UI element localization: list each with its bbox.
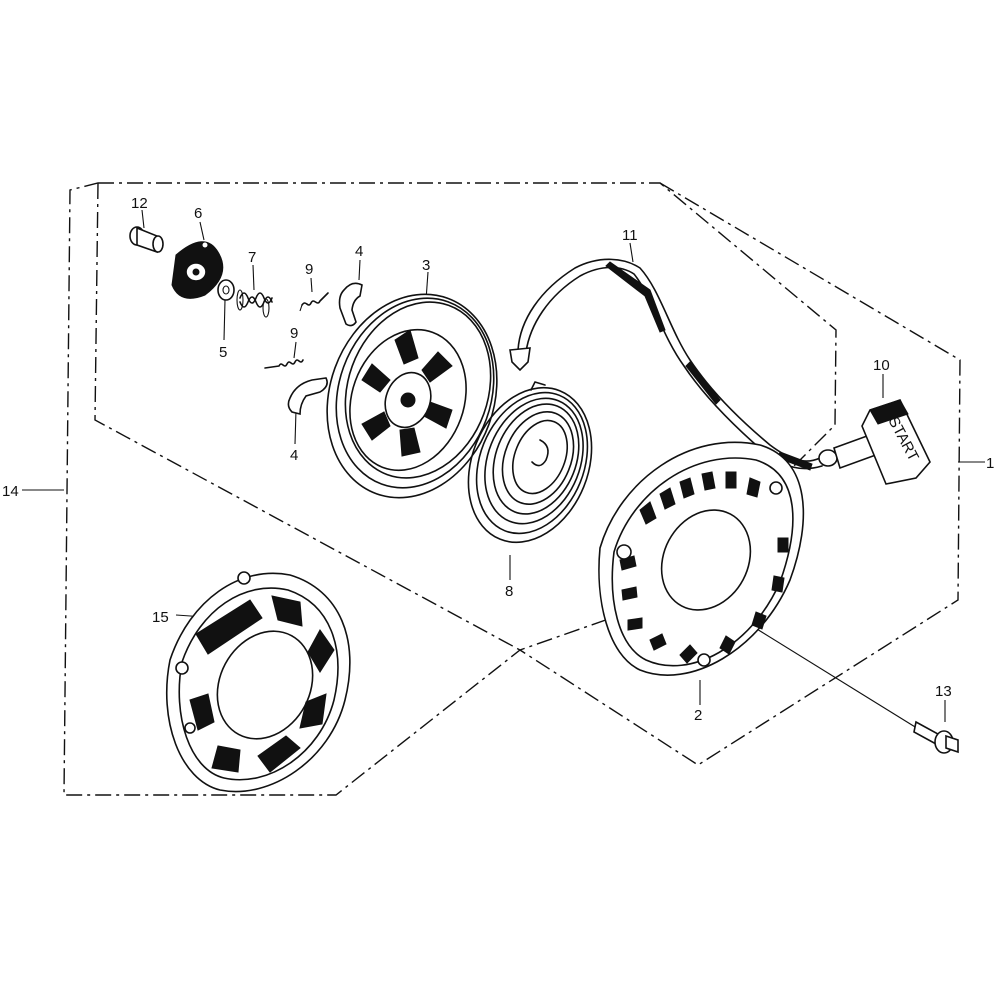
callout-labels: 1 2 3 4 4 5 6 7 8 9 9 10 11 12 13 14 15 [2,195,994,724]
part-15-fan-cover [166,571,351,793]
callout-8: 8 [505,583,513,600]
callout-12: 12 [131,195,148,212]
part-9-small-spring-lower [264,359,304,369]
part-3-reel [326,293,498,499]
callout-5: 5 [219,344,227,361]
part-11-starter-rope [509,258,823,471]
callout-4-lower: 4 [290,447,298,464]
callout-9-lower: 9 [290,325,298,342]
callout-13: 13 [935,683,952,700]
callout-14: 14 [2,483,19,500]
case-louvers [619,471,789,664]
callout-9-upper: 9 [305,261,313,278]
part-9-small-spring-upper [299,292,329,312]
part-12-pivot-bolt [129,226,164,254]
callout-2: 2 [694,707,702,724]
part-4-pawl-lower [287,377,328,416]
callout-15: 15 [152,609,169,626]
part-13-flange-bolt [913,720,959,754]
part-4-pawl-upper [338,282,363,327]
callout-4-upper: 4 [355,243,363,260]
part-2-starter-case [598,441,805,676]
part-5-washer [217,279,235,301]
part-8-recoil-spring [467,381,593,544]
callout-3: 3 [422,257,430,274]
leader-lines [22,209,985,731]
callout-1: 1 [986,455,994,472]
cover-openings [189,595,335,773]
callout-11: 11 [622,227,638,244]
callout-6: 6 [194,205,202,222]
callout-7: 7 [248,249,256,266]
reel-spokes [361,329,453,457]
part-7-spring [236,289,273,318]
assembly-1-boundary [519,182,961,766]
part-6-ratchet [171,241,224,299]
callout-10: 10 [873,357,890,374]
